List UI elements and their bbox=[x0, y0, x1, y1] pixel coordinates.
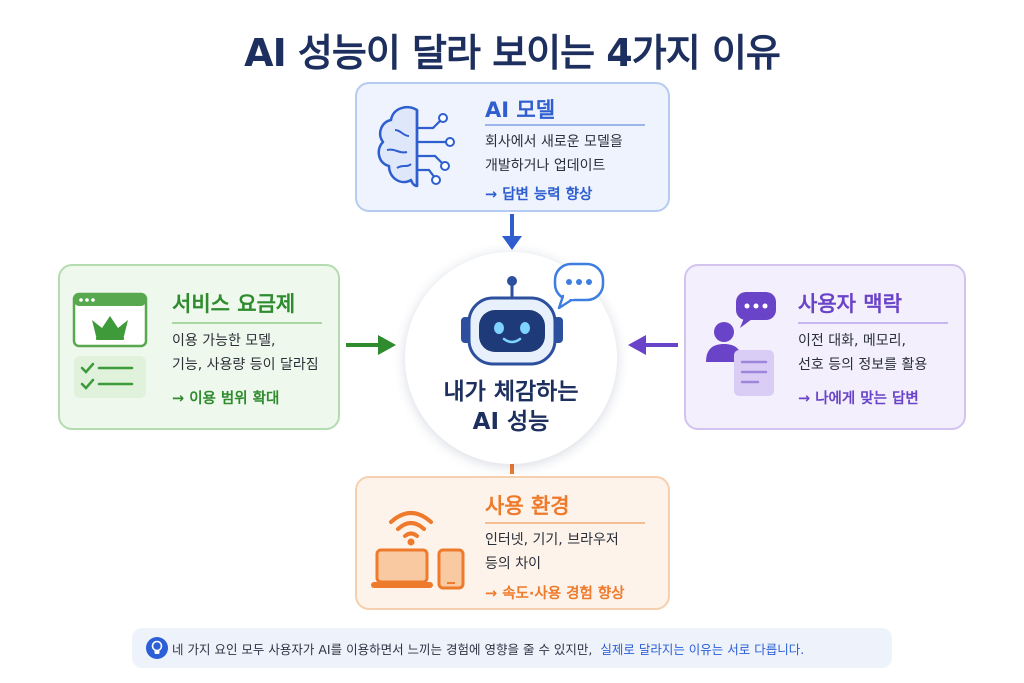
footer-text: 네 가지 요인 모두 사용자가 AI를 이용하면서 느끼는 경험에 영향을 줄 … bbox=[172, 639, 804, 658]
brain-circuit-icon bbox=[377, 106, 455, 188]
card-user-context-desc2: 선호 등의 정보를 활용 bbox=[798, 357, 928, 373]
card-ai-model-title: AI 모델 bbox=[485, 98, 556, 122]
card-ai-model-desc2: 개발하거나 업데이트 bbox=[485, 158, 606, 174]
plan-window-icon bbox=[72, 292, 148, 398]
card-usage-environment-desc1: 인터넷, 기기, 브라우저 bbox=[485, 532, 619, 548]
card-usage-environment-result: → 속도·사용 경험 향상 bbox=[485, 586, 625, 602]
lightbulb-icon bbox=[146, 637, 168, 659]
card-ai-model: AI 모델 회사에서 새로운 모델을 개발하거나 업데이트 → 답변 능력 향상 bbox=[355, 82, 670, 212]
card-service-plan-divider bbox=[172, 322, 322, 324]
card-usage-environment-divider bbox=[485, 522, 645, 524]
robot-icon bbox=[461, 262, 605, 366]
card-usage-environment-desc2: 등의 차이 bbox=[485, 556, 541, 572]
center-label-line2: AI 성능 bbox=[472, 409, 550, 435]
card-usage-environment-title: 사용 환경 bbox=[485, 494, 570, 518]
card-service-plan-desc1: 이용 가능한 모델, bbox=[172, 333, 276, 349]
wifi-devices-icon bbox=[371, 511, 465, 590]
card-user-context-divider bbox=[798, 322, 948, 324]
center-label-line1: 내가 체감하는 bbox=[443, 379, 579, 405]
card-user-context-desc1: 이전 대화, 메모리, bbox=[798, 333, 906, 349]
card-user-context-result: → 나에게 맞는 답변 bbox=[798, 391, 919, 407]
page-title: AI 성능이 달라 보이는 4가지 이유 bbox=[244, 31, 781, 75]
card-ai-model-divider bbox=[485, 124, 645, 126]
card-usage-environment: 사용 환경 인터넷, 기기, 브라우저 등의 차이 → 속도·사용 경험 향상 bbox=[355, 476, 670, 610]
card-service-plan: 서비스 요금제 이용 가능한 모델, 기능, 사용량 등이 달라짐 → 이용 범… bbox=[58, 264, 340, 430]
user-chat-icon bbox=[706, 292, 776, 396]
footer-text-main: 네 가지 요인 모두 사용자가 AI를 이용하면서 느끼는 경험에 영향을 줄 … bbox=[172, 642, 593, 657]
card-service-plan-result: → 이용 범위 확대 bbox=[172, 391, 280, 407]
card-ai-model-result: → 답변 능력 향상 bbox=[485, 187, 593, 203]
footer-note: 네 가지 요인 모두 사용자가 AI를 이용하면서 느끼는 경험에 영향을 줄 … bbox=[132, 628, 892, 668]
card-user-context-title: 사용자 맥락 bbox=[798, 292, 902, 316]
card-service-plan-desc2: 기능, 사용량 등이 달라짐 bbox=[172, 357, 319, 373]
card-user-context: 사용자 맥락 이전 대화, 메모리, 선호 등의 정보를 활용 → 나에게 맞는… bbox=[684, 264, 966, 430]
footer-text-highlight: 실제로 달라지는 이유는 서로 다릅니다. bbox=[600, 642, 805, 657]
card-ai-model-desc1: 회사에서 새로운 모델을 bbox=[485, 134, 623, 150]
card-service-plan-title: 서비스 요금제 bbox=[172, 292, 296, 316]
